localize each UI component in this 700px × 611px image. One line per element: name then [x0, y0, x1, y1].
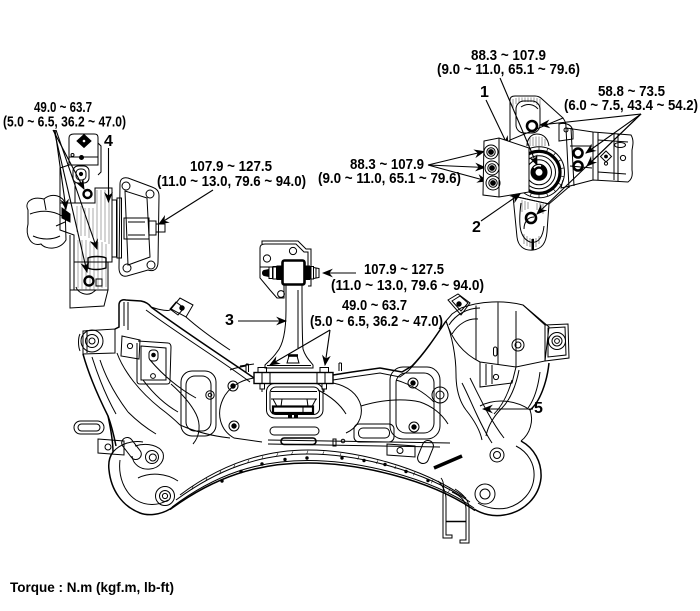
svg-text:3: 3	[225, 312, 234, 329]
svg-text:49.0 ~ 63.7: 49.0 ~ 63.7	[342, 297, 407, 314]
svg-text:1: 1	[480, 84, 489, 101]
svg-text:(9.0 ~ 11.0, 65.1 ~ 79.6): (9.0 ~ 11.0, 65.1 ~ 79.6)	[318, 170, 461, 187]
svg-text:49.0 ~ 63.7: 49.0 ~ 63.7	[34, 99, 92, 116]
svg-text:(11.0 ~ 13.0, 79.6 ~ 94.0): (11.0 ~ 13.0, 79.6 ~ 94.0)	[331, 277, 484, 294]
svg-text:5: 5	[534, 400, 543, 417]
svg-text:(5.0 ~ 6.5, 36.2 ~ 47.0): (5.0 ~ 6.5, 36.2 ~ 47.0)	[310, 313, 443, 330]
svg-text:88.3 ~ 107.9: 88.3 ~ 107.9	[471, 47, 546, 64]
svg-text:(6.0 ~ 7.5, 43.4 ~ 54.2): (6.0 ~ 7.5, 43.4 ~ 54.2)	[564, 97, 698, 114]
svg-text:88.3 ~ 107.9: 88.3 ~ 107.9	[350, 156, 424, 173]
svg-text:4: 4	[104, 133, 113, 150]
svg-text:58.8 ~ 73.5: 58.8 ~ 73.5	[598, 83, 665, 100]
svg-text:2: 2	[472, 219, 481, 236]
svg-text:107.9 ~ 127.5: 107.9 ~ 127.5	[364, 261, 444, 278]
svg-text:Torque : N.m (kgf.m, lb-ft): Torque : N.m (kgf.m, lb-ft)	[10, 579, 174, 595]
svg-text:107.9 ~ 127.5: 107.9 ~ 127.5	[190, 158, 272, 175]
svg-text:(9.0 ~ 11.0, 65.1 ~ 79.6): (9.0 ~ 11.0, 65.1 ~ 79.6)	[437, 61, 580, 78]
svg-text:(5.0 ~ 6.5, 36.2 ~ 47.0): (5.0 ~ 6.5, 36.2 ~ 47.0)	[3, 114, 126, 131]
svg-text:(11.0 ~ 13.0, 79.6 ~ 94.0): (11.0 ~ 13.0, 79.6 ~ 94.0)	[157, 173, 306, 190]
